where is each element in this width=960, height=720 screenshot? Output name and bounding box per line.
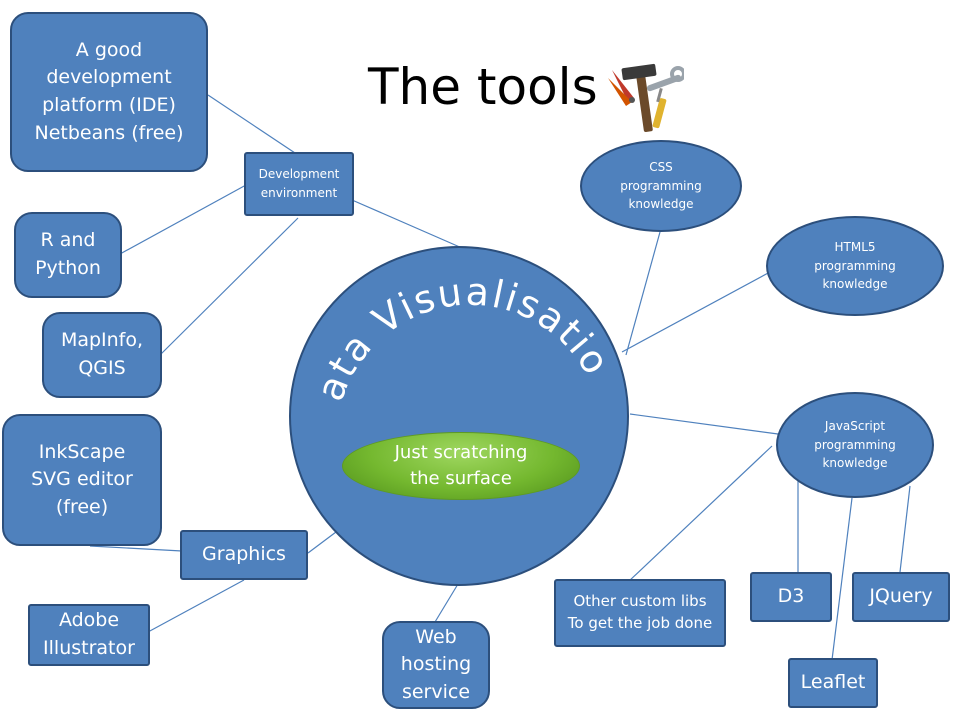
link-js-hub (629, 413, 779, 435)
r-python-node: R and Python (14, 212, 122, 298)
css-node: CSS programming knowledge (580, 140, 742, 232)
link-devenv-hub (351, 199, 463, 249)
graphics-node: Graphics (180, 530, 308, 580)
link-mapinfo-devenv (159, 217, 299, 356)
link-webhosting-hub (434, 583, 459, 623)
tools-icon (608, 63, 684, 133)
mapinfo-qgis-node: MapInfo, QGIS (42, 312, 162, 398)
d3-node: D3 (750, 572, 832, 622)
ide-node: A good development platform (IDE) Netbea… (10, 12, 208, 172)
link-graphics-adobe (147, 579, 245, 633)
dev-environment-node: Development environment (244, 152, 354, 216)
link-js-jquery (899, 485, 911, 573)
hub-caption: Just scratching the surface (342, 432, 580, 500)
jquery-node: JQuery (852, 572, 950, 622)
link-graphics-hub (307, 531, 337, 554)
web-hosting-node: Web hosting service (382, 621, 490, 709)
leaflet-node: Leaflet (788, 658, 878, 708)
page-title: The tools (368, 58, 598, 116)
inkscape-node: InkScape SVG editor (free) (2, 414, 162, 546)
link-js-leaflet (831, 497, 853, 661)
html5-node: HTML5 programming knowledge (766, 216, 944, 316)
link-html5-hub (621, 271, 771, 353)
link-ide-devenv (207, 94, 299, 156)
adobe-illustrator-node: Adobe Illustrator (28, 604, 150, 666)
link-js-otherlibs (627, 445, 773, 583)
link-css-hub (625, 231, 661, 356)
link-inkscape-graphics (89, 545, 183, 552)
link-rpython-devenv (119, 184, 247, 255)
other-custom-libs-node: Other custom libs To get the job done (554, 579, 726, 647)
javascript-node: JavaScript programming knowledge (776, 392, 934, 498)
